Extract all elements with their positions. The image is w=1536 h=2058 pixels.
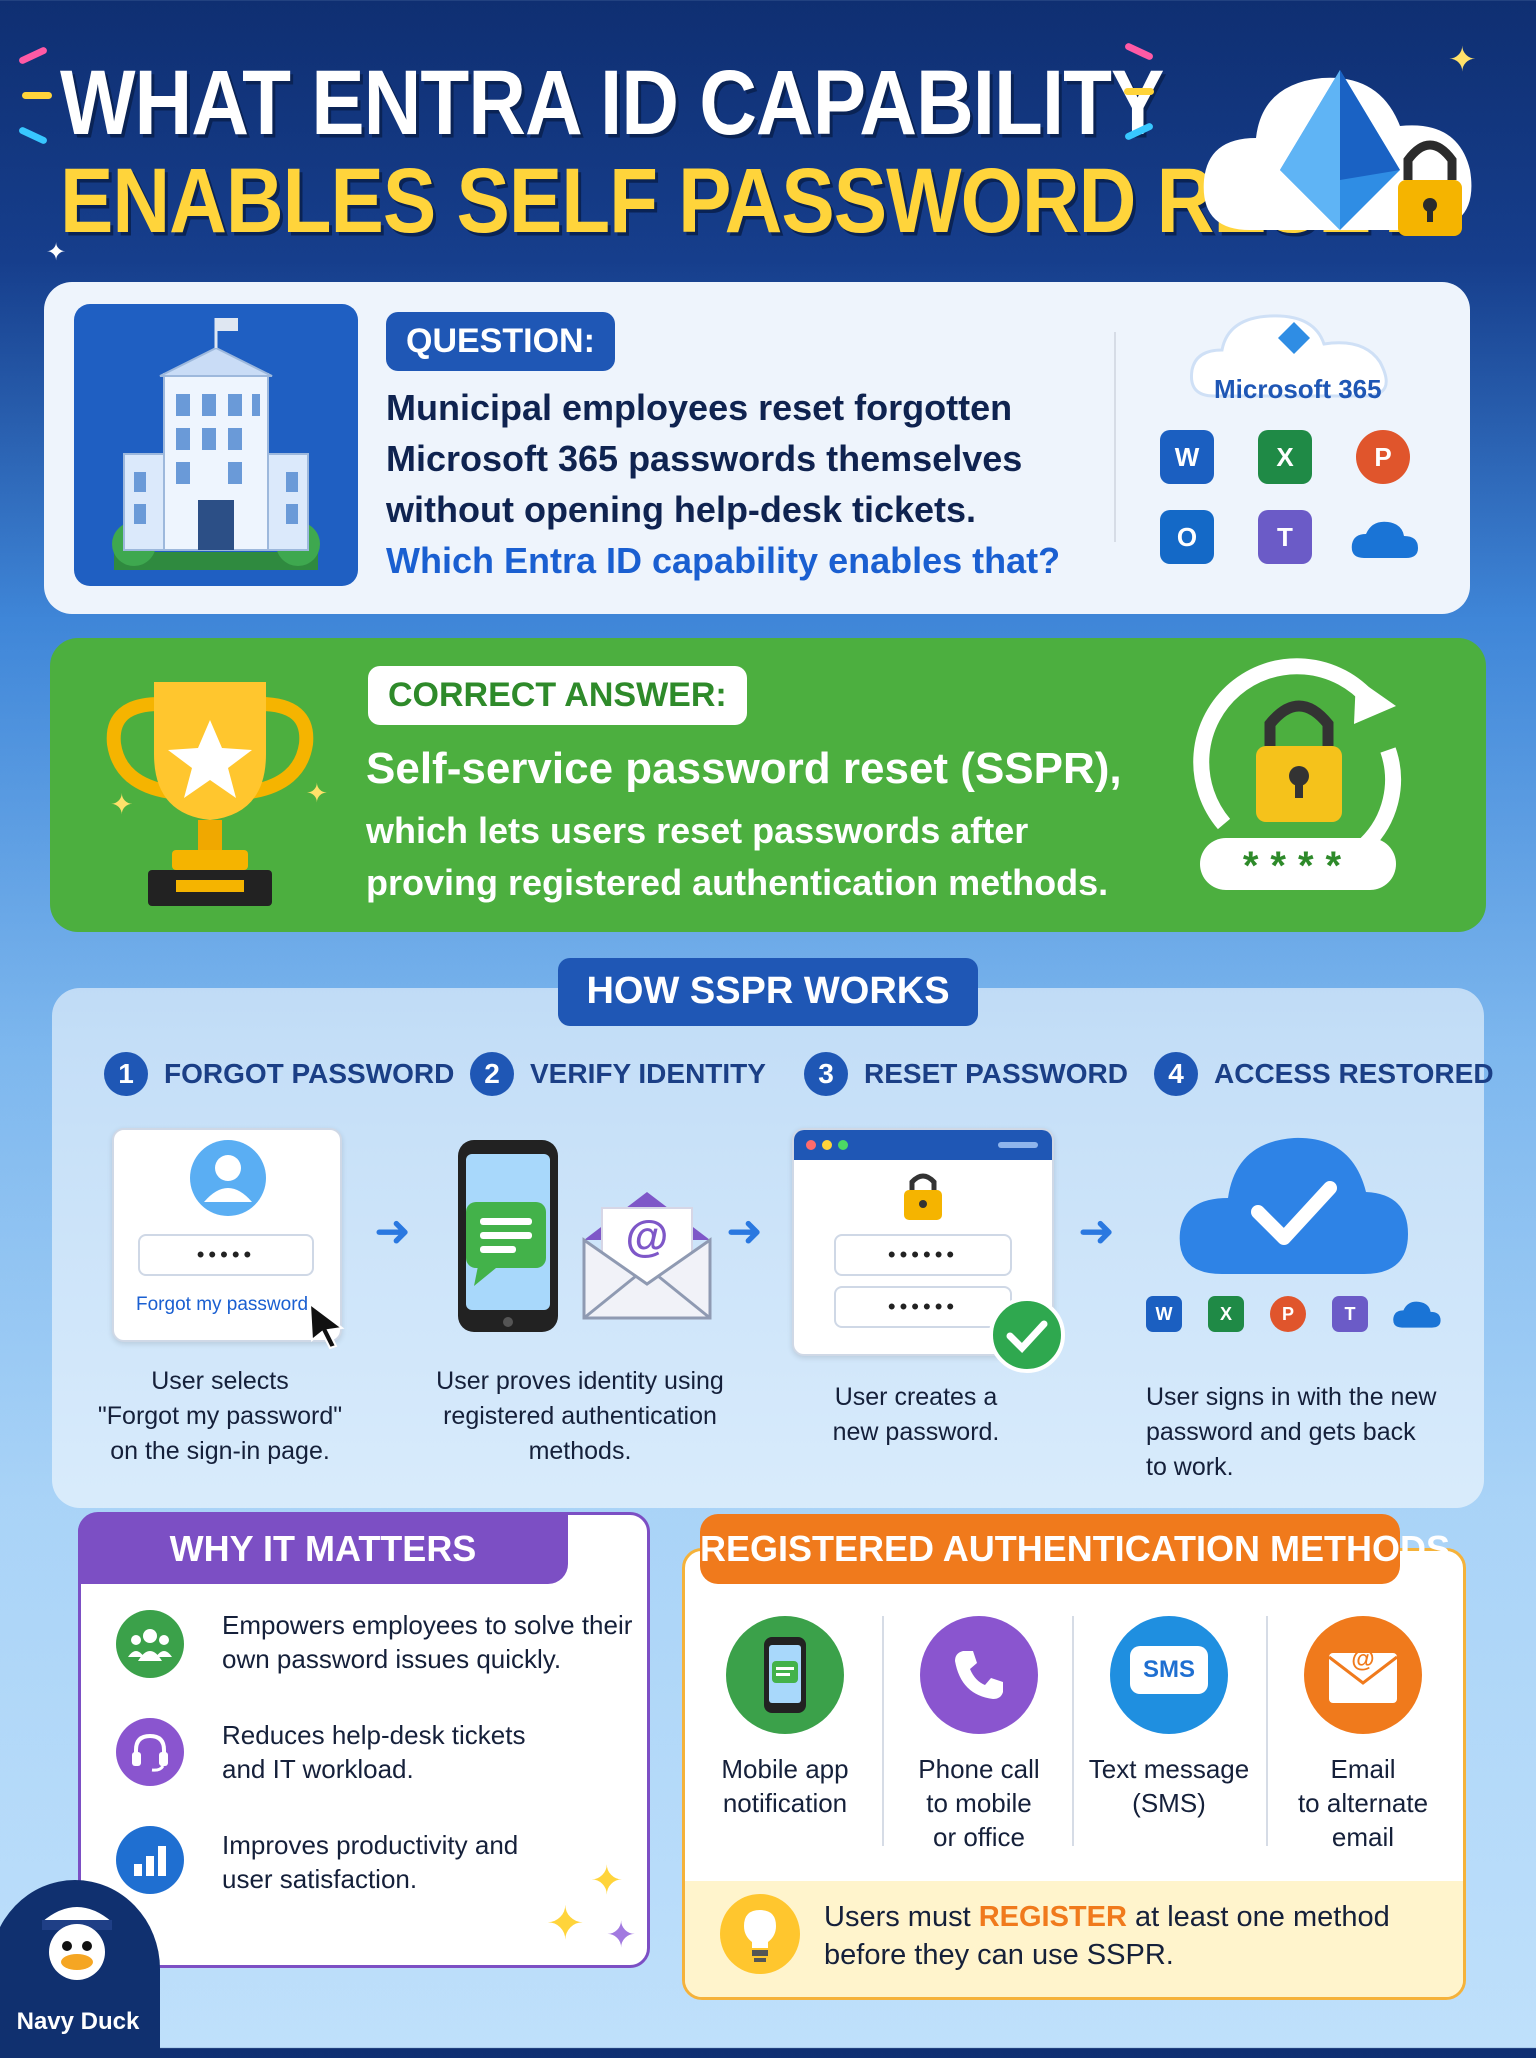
step-desc: User selects "Forgot my password" on the… [97, 1367, 343, 1465]
teams-icon: T [1258, 510, 1312, 564]
question-label: QUESTION: [386, 312, 615, 371]
password-field: ••••• [138, 1234, 314, 1276]
brand-name: Navy Duck [16, 2008, 140, 2035]
header-accent-left [17, 45, 62, 152]
why-item: Improves productivity and user satisfact… [222, 1830, 519, 1894]
sms-bubble: SMS [1130, 1646, 1208, 1694]
phone-icon [452, 1136, 568, 1341]
powerpoint-icon: P [1356, 430, 1410, 484]
headset-icon [116, 1718, 184, 1786]
sms-icon: SMS [1110, 1616, 1228, 1734]
duck-mascot-icon [34, 1892, 120, 1997]
word-icon: W [1146, 1296, 1182, 1332]
check-badge-icon [988, 1296, 1066, 1379]
arrow-right-icon: ➜ [374, 1207, 411, 1256]
arrow-right-icon: ➜ [726, 1207, 763, 1256]
answer-line1: Self-service password reset (SSPR), [366, 744, 1122, 793]
sparkle-icon: ✦ [306, 778, 328, 808]
excel-icon: X [1208, 1296, 1244, 1332]
password-reset-icon: **** [1170, 654, 1430, 914]
step-desc: User creates a new password. [832, 1383, 1000, 1446]
excel-icon: X [1258, 430, 1312, 484]
lock-icon [900, 1170, 946, 1227]
outlook-icon: O [1160, 510, 1214, 564]
why-item: Reduces help-desk tickets and IT workloa… [222, 1720, 526, 1784]
methods-note-bar [685, 1881, 1463, 1997]
method-label: Mobile app notification [721, 1754, 849, 1818]
email-at-symbol: @ [1351, 1646, 1375, 1673]
question-divider [1114, 332, 1116, 542]
arrow-right-icon: ➜ [1078, 1207, 1115, 1256]
step-desc: User proves identity using registered au… [436, 1367, 724, 1465]
why-title: WHY IT MATTERS [78, 1514, 568, 1584]
why-item: Empowers employees to solve their own pa… [222, 1610, 633, 1674]
forgot-password-link[interactable]: Forgot my password [136, 1294, 309, 1315]
step-title: VERIFY IDENTITY [530, 1058, 766, 1089]
page-title-line1: WHAT ENTRA ID CAPABILITY [60, 51, 1164, 154]
onedrive-icon [1392, 1298, 1442, 1335]
how-title: HOW SSPR WORKS [558, 958, 978, 1026]
step-title: ACCESS RESTORED [1214, 1058, 1494, 1089]
lightbulb-icon [718, 1892, 802, 1981]
method-label: Email to alternate email [1297, 1754, 1429, 1852]
powerpoint-icon: P [1270, 1296, 1306, 1332]
email-envelope-icon: @ [580, 1184, 714, 1324]
step-title: FORGOT PASSWORD [164, 1058, 455, 1089]
correct-answer-label: CORRECT ANSWER: [368, 666, 747, 725]
email-at-symbol: @ [625, 1212, 669, 1261]
confirm-password-field: •••••• [834, 1286, 1012, 1328]
email-icon: @ [1304, 1616, 1422, 1734]
new-password-field: •••••• [834, 1234, 1012, 1276]
method-divider [1072, 1616, 1074, 1846]
password-mask: **** [1242, 844, 1354, 888]
bar-chart-icon [116, 1826, 184, 1894]
step-desc: User signs in with the new password and … [1146, 1383, 1437, 1481]
sparkle-icon: ✦ [110, 789, 134, 820]
sparkle-icon: ✦ [546, 1897, 585, 1949]
question-highlight: Which Entra ID capability enables that? [386, 540, 1061, 581]
methods-note: Users must REGISTER at least one method … [824, 1901, 1390, 1971]
mobile-app-icon [726, 1616, 844, 1734]
user-avatar-icon [188, 1138, 268, 1223]
cursor-icon [306, 1300, 350, 1355]
step-number: 1 [104, 1052, 148, 1096]
sparkle-icon: ✦ [1448, 41, 1477, 79]
people-icon [116, 1610, 184, 1678]
sparkle-icon: ✦ [606, 1914, 637, 1955]
sparkle-icon: ✦ [590, 1859, 624, 1903]
m365-label: Microsoft 365 [1214, 374, 1382, 404]
cloud-check-icon [1172, 1128, 1412, 1283]
sparkle-icon: ✦ [46, 239, 67, 266]
header-accent-right [1120, 41, 1164, 148]
register-highlight: REGISTER [978, 1901, 1127, 1933]
question-text-line3: without opening help-desk tickets. [386, 489, 977, 530]
trophy-icon [90, 664, 330, 914]
method-label: Text message (SMS) [1088, 1754, 1250, 1818]
teams-icon: T [1332, 1296, 1368, 1332]
step-number: 2 [470, 1052, 514, 1096]
question-panel: QUESTION: Municipal employees reset forg… [44, 282, 1470, 614]
method-label: Phone call to mobile or office [918, 1754, 1040, 1852]
method-divider [1266, 1616, 1268, 1846]
step-number: 4 [1154, 1052, 1198, 1096]
entra-cloud-logo [1190, 30, 1490, 270]
navy-duck-badge: Navy Duck [0, 1880, 160, 2058]
m365-cloud-badge [1184, 304, 1404, 404]
step-title: RESET PASSWORD [864, 1058, 1128, 1089]
answer-line2: which lets users reset passwords after [366, 810, 1029, 851]
word-icon: W [1160, 430, 1214, 484]
city-hall-illustration [74, 304, 358, 586]
signin-card: ••••• Forgot my password [112, 1128, 342, 1342]
question-text-line1: Municipal employees reset forgotten [386, 387, 1013, 428]
window-titlebar [794, 1130, 1052, 1160]
step-number: 3 [804, 1052, 848, 1096]
answer-panel: ✦ ✦ CORRECT ANSWER: Self-service passwor… [50, 638, 1486, 932]
question-text-line2: Microsoft 365 passwords themselves [386, 438, 1023, 479]
method-divider [882, 1616, 884, 1846]
answer-line3: proving registered authentication method… [366, 862, 1109, 903]
onedrive-icon [1350, 518, 1420, 565]
phone-call-icon [920, 1616, 1038, 1734]
methods-title: REGISTERED AUTHENTICATION METHODS [700, 1514, 1450, 1584]
